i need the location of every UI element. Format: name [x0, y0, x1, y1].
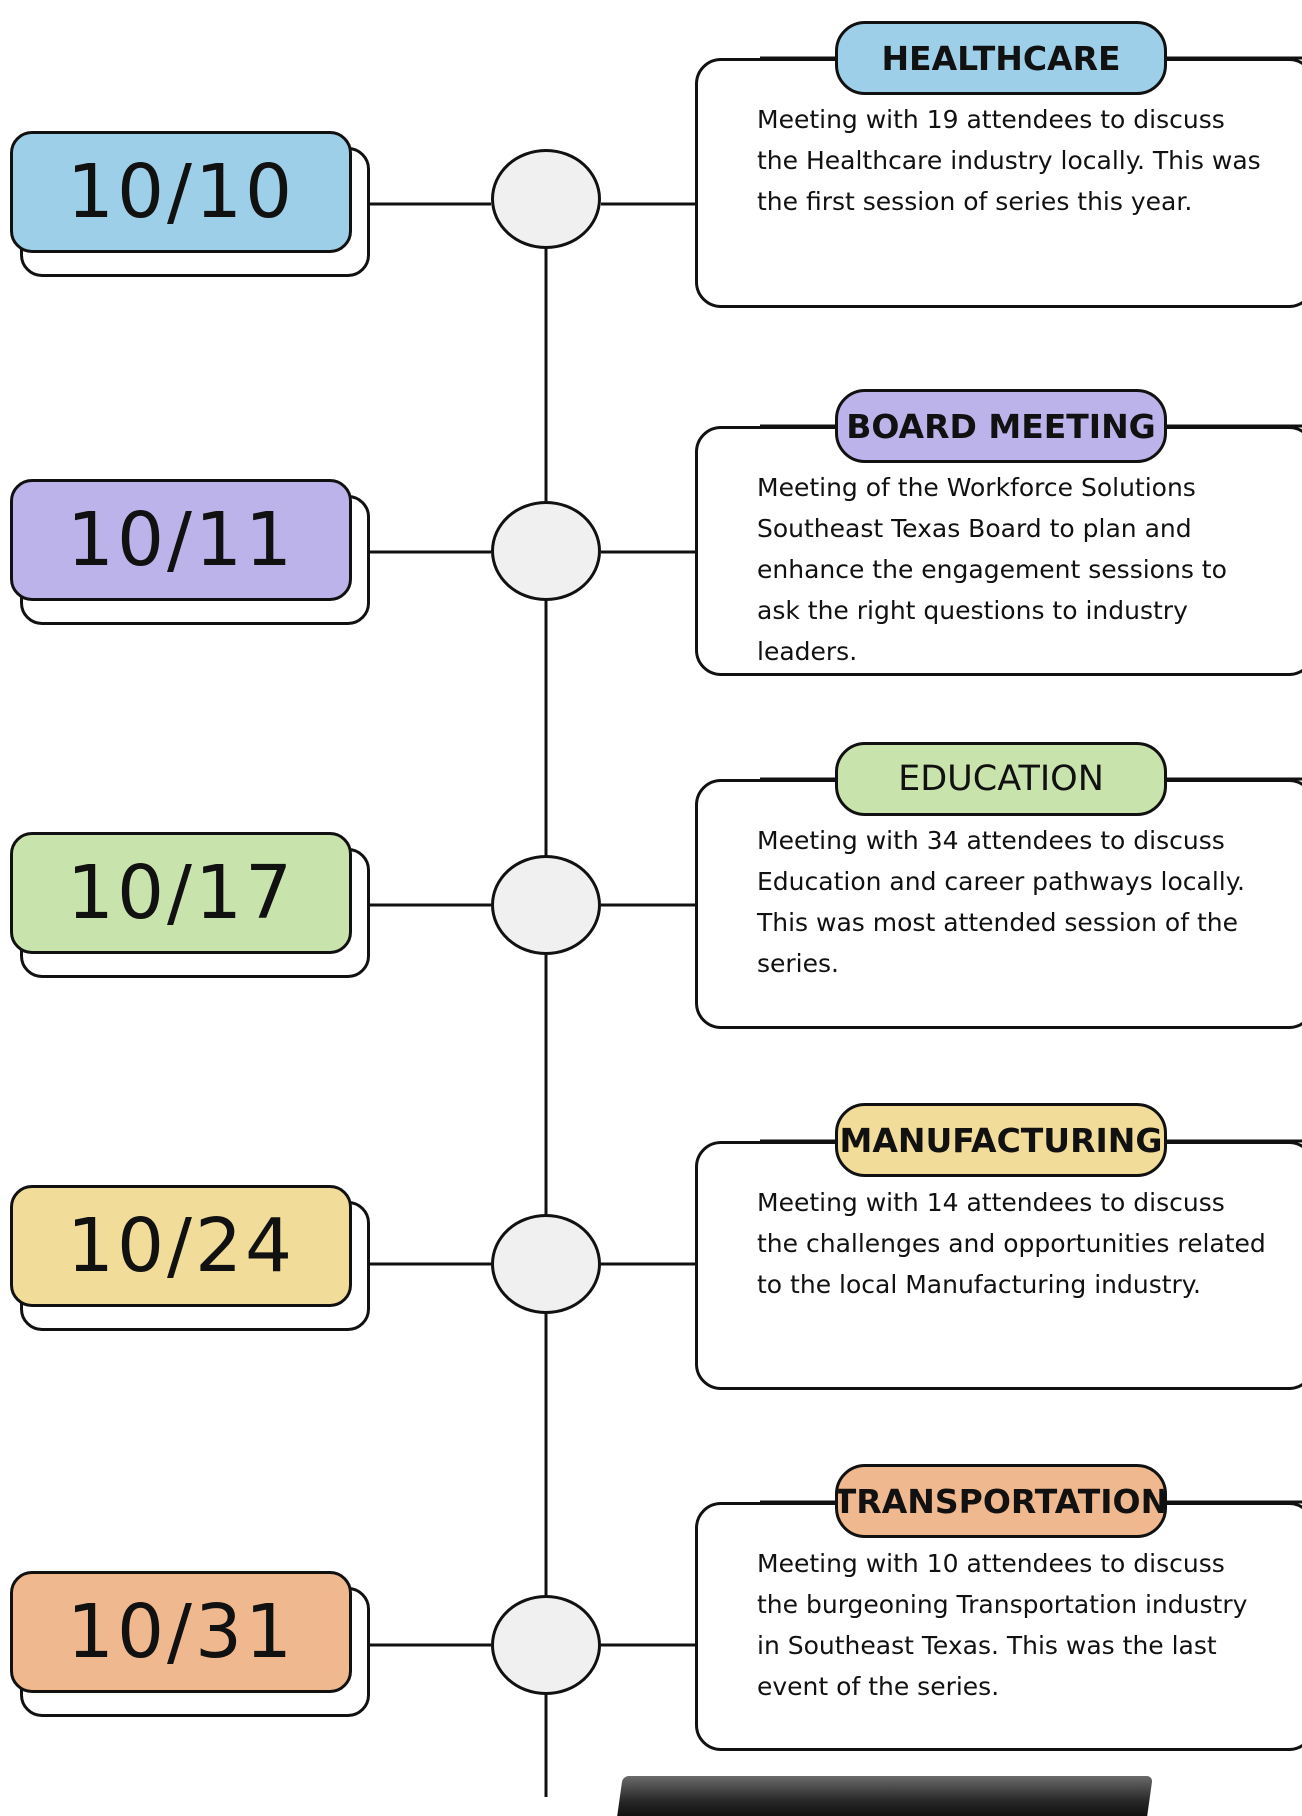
date-card: 10/24	[10, 1185, 352, 1307]
category-tag: TRANSPORTATION	[835, 1464, 1167, 1538]
laptop-image	[617, 1776, 1153, 1816]
category-tag: MANUFACTURING	[835, 1103, 1167, 1177]
timeline-node	[491, 1595, 601, 1695]
timeline-node	[491, 501, 601, 601]
category-tag: BOARD MEETING	[835, 389, 1167, 463]
event-description: Meeting with 14 attendees to discuss the…	[695, 1141, 1302, 1390]
date-card: 10/31	[10, 1571, 352, 1693]
event-description: Meeting with 10 attendees to discuss the…	[695, 1502, 1302, 1751]
timeline-node	[491, 149, 601, 249]
timeline-node	[491, 855, 601, 955]
date-card: 10/11	[10, 479, 352, 601]
category-tag: EDUCATION	[835, 742, 1167, 816]
date-card: 10/10	[10, 131, 352, 253]
date-card: 10/17	[10, 832, 352, 954]
event-description: Meeting of the Workforce Solutions South…	[695, 426, 1302, 676]
timeline-node	[491, 1214, 601, 1314]
event-description: Meeting with 19 attendees to discuss the…	[695, 58, 1302, 308]
event-description: Meeting with 34 attendees to discuss Edu…	[695, 779, 1302, 1029]
category-tag: HEALTHCARE	[835, 21, 1167, 95]
